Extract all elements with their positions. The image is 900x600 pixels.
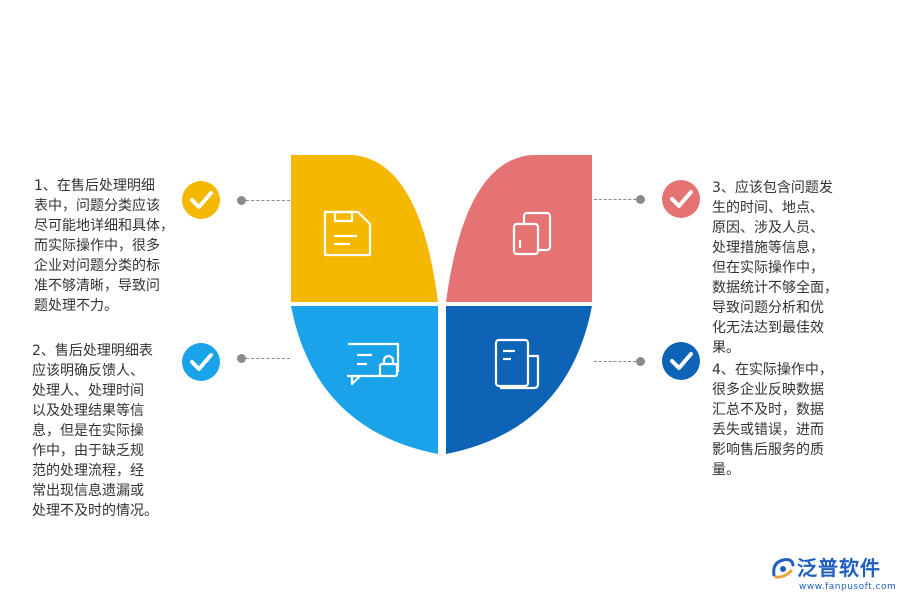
point-2-text: 2、售后处理明细表 应该明确反馈人、 处理人、处理时间 以及处理结果等信 息，但… xyxy=(32,343,158,519)
connector-dot-4 xyxy=(636,357,645,366)
connector-line-1 xyxy=(246,200,290,201)
connector-dot-2 xyxy=(237,354,246,363)
connector-line-4 xyxy=(594,361,636,362)
check-icon-3 xyxy=(662,180,700,218)
point-3-text: 3、应该包含问题发 生的时间、地点、 原因、涉及人员、 处理措施等信息， 但在实… xyxy=(712,180,838,356)
brand-logo-block: 泛普软件 www.fanpusoft.com xyxy=(770,552,897,598)
connector-dot-1 xyxy=(237,196,246,205)
connector-dot-3 xyxy=(636,195,645,204)
point-4-text: 4、在实际操作中， 很多企业反映数据 汇总不及时，数据 丢失或错误，进而 影响售… xyxy=(712,362,833,478)
quadrant-top-left xyxy=(291,155,438,302)
point-1-text: 1、在售后处理明细 表中，问题分类应该 尽可能地详细和具体， 而实际操作中，很多… xyxy=(34,178,174,314)
brand-url: www.fanpusoft.com xyxy=(799,582,897,592)
check-icon-2 xyxy=(182,343,220,381)
check-icon-4 xyxy=(662,342,700,380)
quadrant-bottom-left xyxy=(291,306,438,454)
connector-line-2 xyxy=(246,358,290,359)
message-lock-icon xyxy=(346,342,400,386)
file-icon xyxy=(494,338,540,390)
documents-icon xyxy=(512,211,552,256)
brand-logo-icon xyxy=(772,558,795,579)
save-icon xyxy=(323,210,372,257)
check-icon-1 xyxy=(182,181,220,219)
brand-name: 泛普软件 xyxy=(797,556,881,580)
connector-line-3 xyxy=(594,199,636,200)
quadrant-bottom-right xyxy=(446,306,592,454)
